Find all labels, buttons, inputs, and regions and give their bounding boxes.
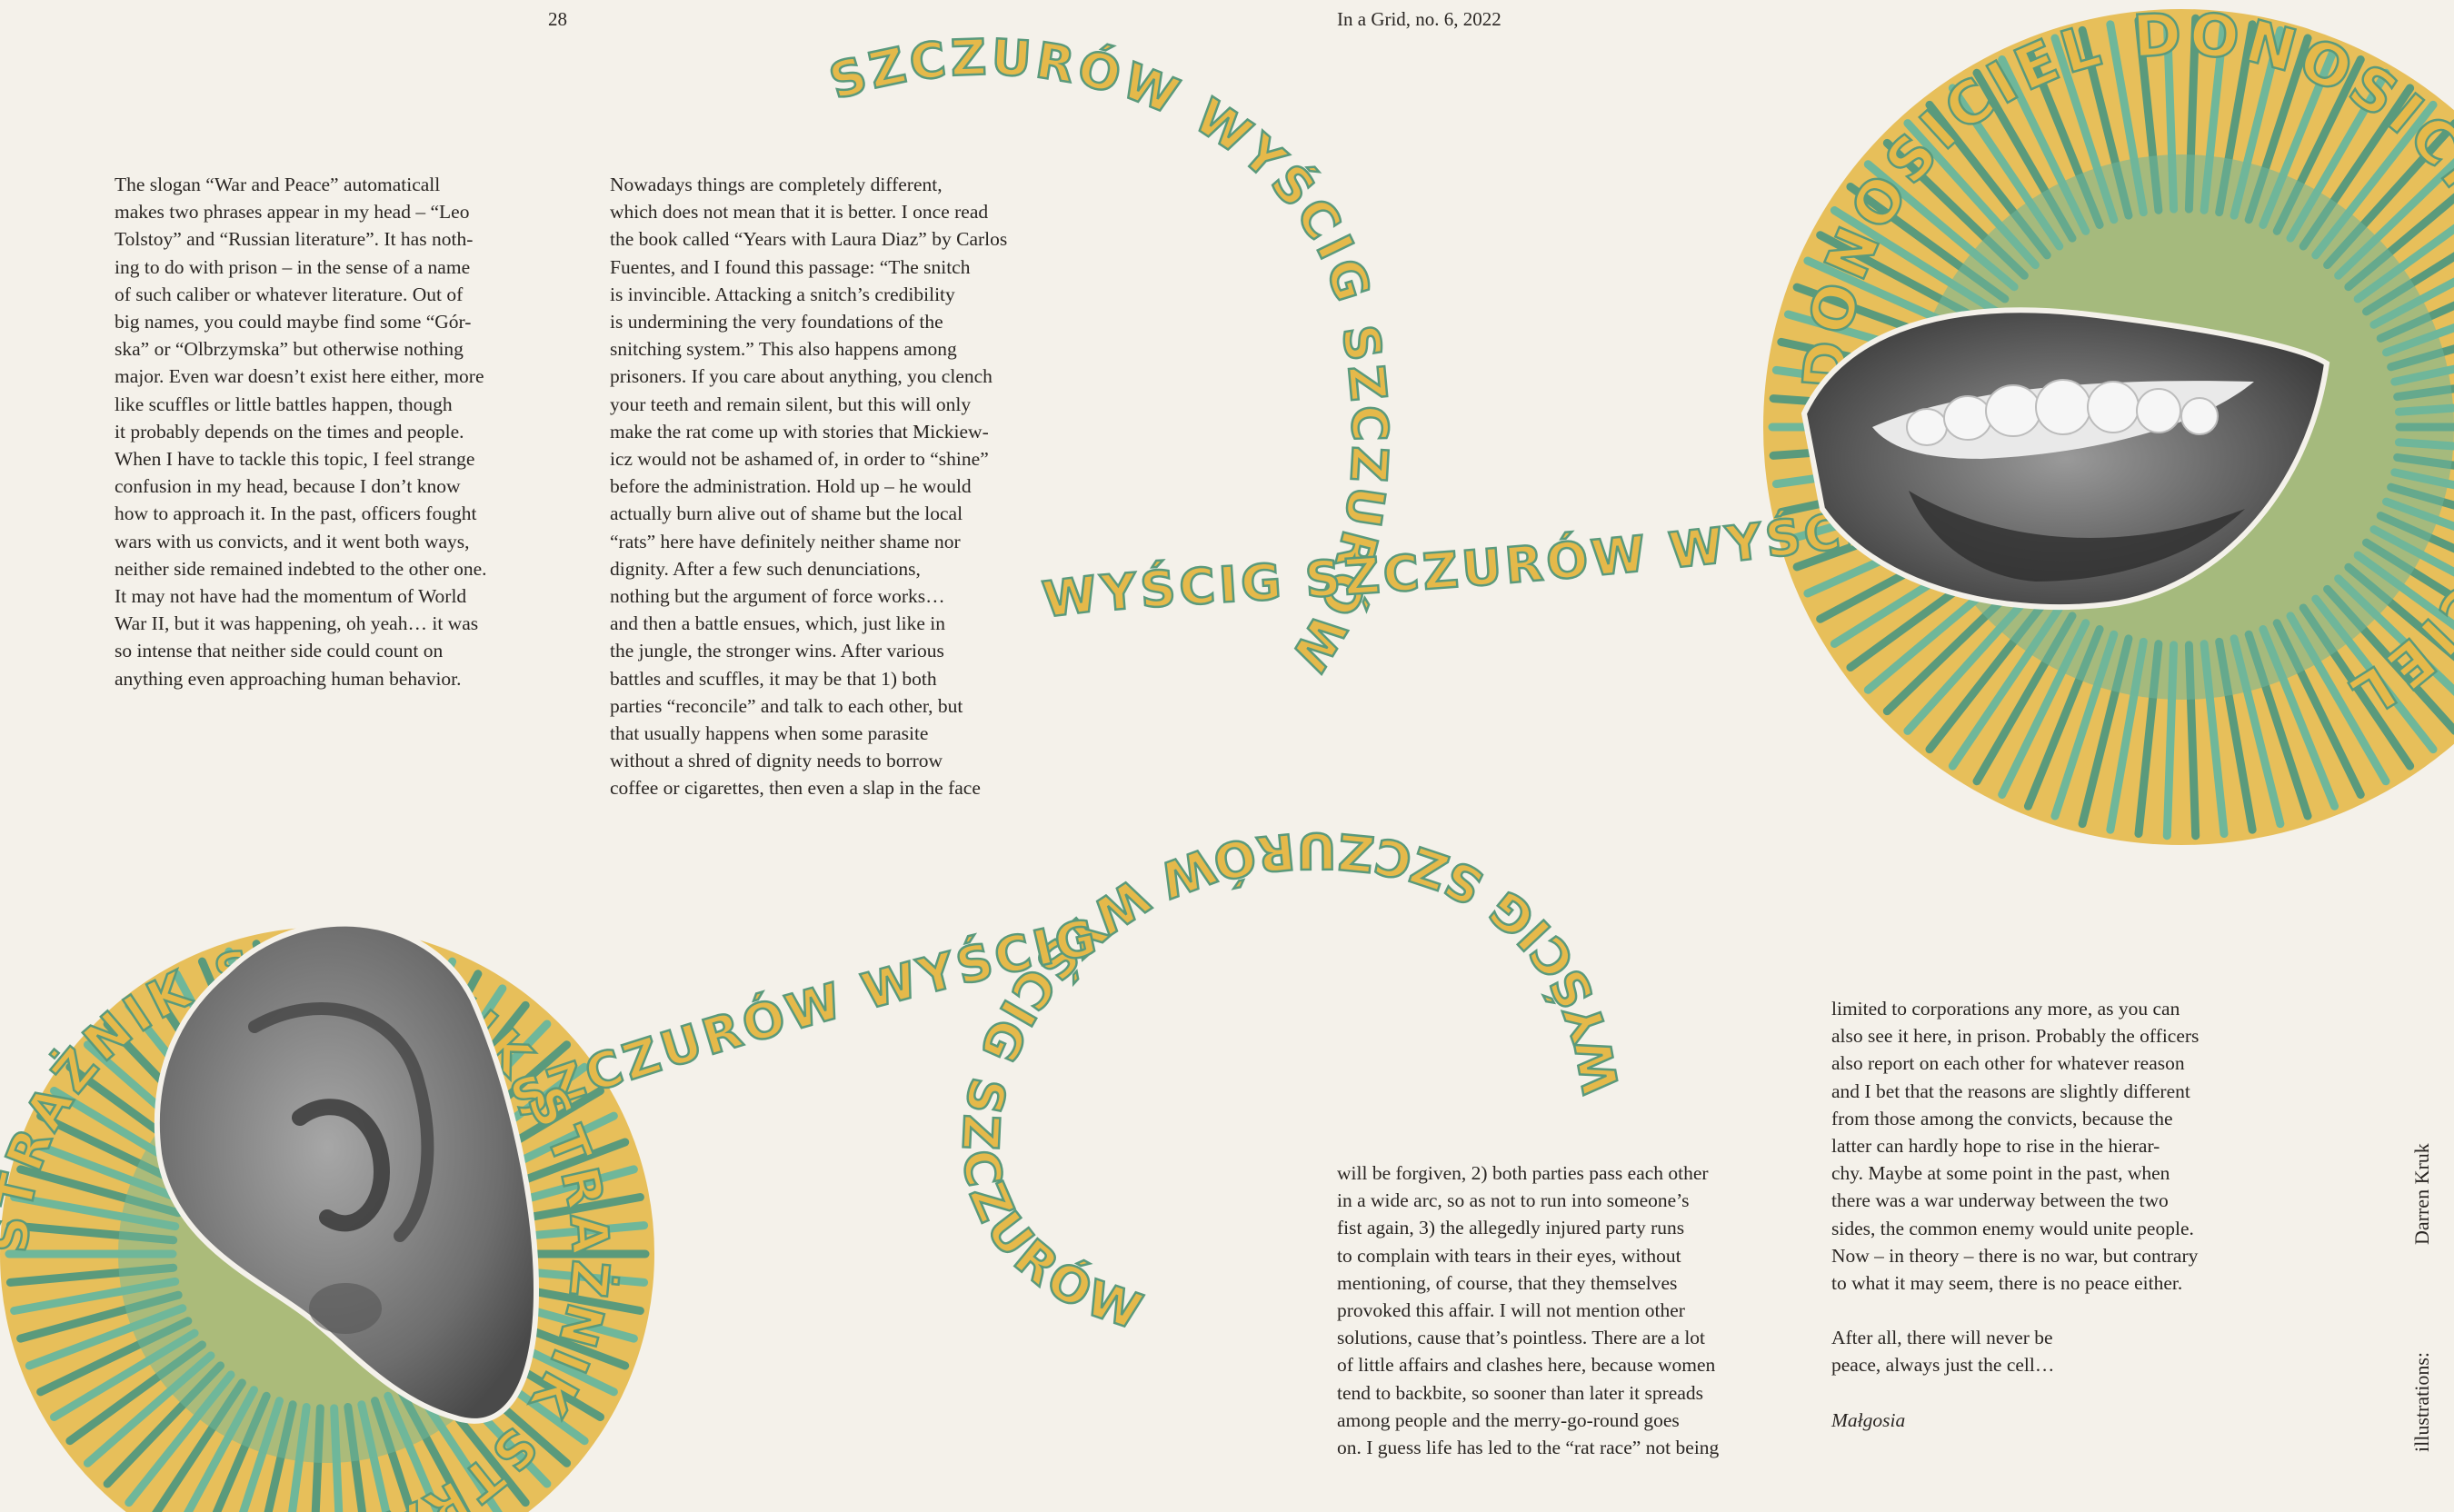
text-line: peace, always just the cell… (1831, 1354, 2055, 1377)
text-line: Now – in theory – there is no war, but c… (1831, 1244, 2199, 1267)
mouth-illustration (1801, 307, 2330, 611)
text-line: major. Even war doesn’t exist here eithe… (115, 365, 484, 388)
text-line: ska” or “Olbrzymska” but otherwise nothi… (115, 338, 464, 361)
text-line: of little affairs and clashes here, beca… (1337, 1354, 1716, 1377)
text-line: on. I guess life has led to the “rat rac… (1337, 1437, 1720, 1459)
text-line: will be forgiven, 2) both parties pass e… (1337, 1162, 1709, 1184)
text-line: to complain with tears in their eyes, wi… (1337, 1244, 1681, 1267)
text-line: snitching system.” This also happens amo… (610, 338, 957, 361)
text-line: Fuentes, and I found this passage: “The … (610, 255, 971, 278)
text-column-1: The slogan “War and Peace” automaticall m… (115, 171, 487, 692)
text-line: of such caliber or whatever literature. … (115, 283, 464, 305)
ear-illustration (154, 920, 540, 1424)
text-line: neither side remained indebted to the ot… (115, 557, 487, 580)
text-line: “rats” here have definitely neither sham… (610, 530, 961, 552)
text-line: actually burn alive out of shame but the… (610, 502, 963, 525)
text-line: make the rat come up with stories that M… (610, 420, 989, 443)
text-line: fist again, 3) the allegedly injured par… (1337, 1217, 1685, 1239)
text-line: limited to corporations any more, as you… (1831, 998, 2180, 1020)
text-line: so intense that neither side could count… (115, 640, 444, 662)
text-line: and I bet that the reasons are slightly … (1831, 1079, 2190, 1102)
text-line: that usually happens when some parasite (610, 722, 929, 745)
text-line: and then a battle ensues, which, just li… (610, 612, 945, 635)
text-line: ing to do with prison – in the sense of … (115, 255, 471, 278)
text-line: mentioning, of course, that they themsel… (1337, 1271, 1678, 1294)
text-line: After all, there will never be (1831, 1327, 2053, 1349)
text-line: the jungle, the stronger wins. After var… (610, 640, 944, 662)
text-line: latter can hardly hope to rise in the hi… (1831, 1135, 2160, 1158)
text-column-4: limited to corporations any more, as you… (1831, 995, 2199, 1434)
text-line: without a shred of dignity needs to borr… (610, 750, 943, 772)
text-line: prisoners. If you care about anything, y… (610, 365, 993, 388)
text-line: big names, you could maybe find some “Gó… (115, 311, 472, 333)
text-line: solutions, cause that’s pointless. There… (1337, 1327, 1706, 1349)
text-column-2: Nowadays things are completely different… (610, 171, 1007, 802)
text-line: parties “reconcile” and talk to each oth… (610, 694, 963, 717)
text-column-3: will be forgiven, 2) both parties pass e… (1337, 1159, 1719, 1461)
text-line: It may not have had the momentum of Worl… (115, 585, 467, 608)
text-line: from those among the convicts, because t… (1831, 1107, 2173, 1129)
text-line: When I have to tackle this topic, I feel… (115, 448, 475, 471)
text-line: like scuffles or little battles happen, … (115, 393, 453, 415)
text-line: The slogan “War and Peace” automaticall (115, 174, 441, 195)
text-line: how to approach it. In the past, officer… (115, 502, 477, 525)
illustrator-name: Darren Kruk (2410, 1143, 2433, 1245)
text-line: Tolstoy” and “Russian literature”. It ha… (115, 228, 474, 251)
text-line: War II, but it was happening, oh yeah… i… (115, 612, 479, 635)
text-line: Nowadays things are completely different… (610, 174, 943, 195)
column-4-body: limited to corporations any more, as you… (1831, 995, 2199, 1297)
text-line: provoked this affair. I will not mention… (1337, 1299, 1685, 1322)
credits-label: illustrations: (2410, 1352, 2433, 1452)
text-line: dignity. After a few such denunciations, (610, 557, 921, 580)
text-line: chy. Maybe at some point in the past, wh… (1831, 1162, 2170, 1185)
page-number: 28 (548, 8, 567, 30)
author-signature: Małgosia (1831, 1408, 1906, 1431)
text-line: which does not mean that it is better. I… (610, 201, 989, 224)
text-line: confusion in my head, because I don’t kn… (115, 475, 461, 498)
text-line: the book called “Years with Laura Diaz” … (610, 228, 1008, 251)
text-line: sides, the common enemy would unite peop… (1831, 1217, 2194, 1239)
text-line: nothing but the argument of force works… (610, 585, 945, 608)
text-line: to what it may seem, there is no peace e… (1831, 1272, 2183, 1295)
publication-title: In a Grid, no. 6, 2022 (1337, 8, 1501, 30)
text-line: tend to backbite, so sooner than later i… (1337, 1381, 1704, 1404)
text-line: makes two phrases appear in my head – “L… (115, 201, 470, 224)
text-line: also see it here, in prison. Probably th… (1831, 1025, 2200, 1048)
text-line: among people and the merry-go-round goes (1337, 1408, 1680, 1431)
text-line: also report on each other for whatever r… (1831, 1052, 2185, 1075)
text-line: it probably depends on the times and peo… (115, 420, 464, 443)
text-line: is undermining the very foundations of t… (610, 311, 943, 333)
text-line: is invincible. Attacking a snitch’s cred… (610, 283, 955, 305)
text-line: battles and scuffles, it may be that 1) … (610, 667, 937, 690)
text-line: coffee or cigarettes, then even a slap i… (610, 777, 981, 800)
illustration-credits: illustrations: Darren Kruk (2410, 1143, 2434, 1452)
text-line: anything even approaching human behavior… (115, 667, 462, 690)
text-line: before the administration. Hold up – he … (610, 475, 972, 498)
text-line: wars with us convicts, and it went both … (115, 530, 470, 552)
text-line: there was a war underway between the two (1831, 1189, 2169, 1212)
closing-paragraph: After all, there will never be peace, alw… (1831, 1324, 2199, 1378)
text-line: in a wide arc, so as not to run into som… (1337, 1189, 1690, 1212)
text-line: your teeth and remain silent, but this w… (610, 393, 972, 415)
text-line: icz would not be ashamed of, in order to… (610, 448, 989, 471)
